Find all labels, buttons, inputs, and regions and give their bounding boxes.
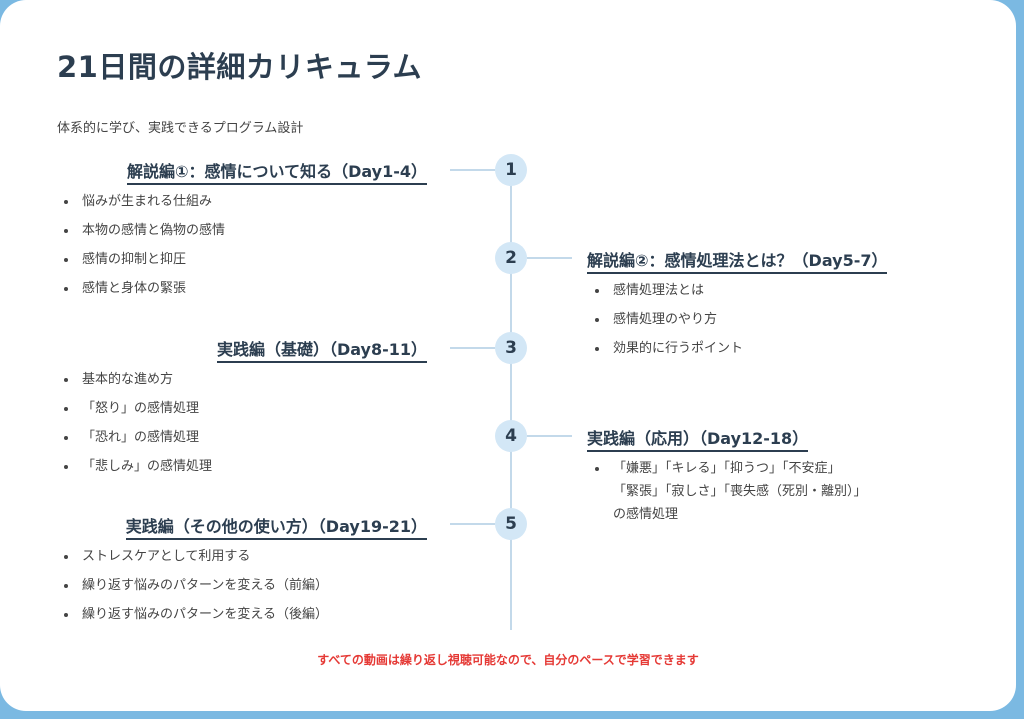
- timeline-node-2: 2: [495, 242, 527, 274]
- list-item: 感情処理法とは: [591, 283, 743, 312]
- list-item: ストレスケアとして利用する: [60, 549, 328, 578]
- list-item-line: 「嫌悪」「キレる」「抑うつ」「不安症」: [613, 461, 841, 476]
- section-heading-1: 解説編①：感情について知る（Day1-4）: [127, 158, 427, 185]
- timeline-node-5: 5: [495, 508, 527, 540]
- section-heading-4: 実践編（応用）（Day12-18）: [587, 425, 809, 452]
- section-list-5: ストレスケアとして利用する 繰り返す悩みのパターンを変える（前編） 繰り返す悩み…: [60, 549, 328, 636]
- section-list-4: 「嫌悪」「キレる」「抑うつ」「不安症」 「緊張」「寂しさ」「喪失感（死別・離別）…: [591, 457, 867, 526]
- timeline-node-1: 1: [495, 154, 527, 186]
- list-item: 「悲しみ」の感情処理: [60, 459, 212, 488]
- section-list-2: 感情処理法とは 感情処理のやり方 効果的に行うポイント: [591, 283, 743, 370]
- timeline-node-3: 3: [495, 332, 527, 364]
- list-item: 効果的に行うポイント: [591, 341, 743, 370]
- section-list-1: 悩みが生まれる仕組み 本物の感情と偽物の感情 感情の抑制と抑圧 感情と身体の緊張: [60, 194, 225, 310]
- timeline-connector: [450, 347, 495, 349]
- list-item: 悩みが生まれる仕組み: [60, 194, 225, 223]
- timeline-connector: [450, 523, 495, 525]
- footer-note: すべての動画は繰り返し視聴可能なので、自分のペースで学習できます: [317, 653, 699, 667]
- list-item-line: の感情処理: [613, 507, 679, 522]
- section-list-3: 基本的な進め方 「怒り」の感情処理 「恐れ」の感情処理 「悲しみ」の感情処理: [60, 372, 212, 488]
- list-item: 「恐れ」の感情処理: [60, 430, 212, 459]
- page-subtitle: 体系的に学び、実践できるプログラム設計: [57, 121, 304, 136]
- timeline-connector: [527, 257, 572, 259]
- list-item-line: 「緊張」「寂しさ」「喪失感（死別・離別）」: [613, 484, 867, 499]
- list-item: 繰り返す悩みのパターンを変える（後編）: [60, 607, 328, 636]
- list-item: 「嫌悪」「キレる」「抑うつ」「不安症」 「緊張」「寂しさ」「喪失感（死別・離別）…: [591, 457, 867, 526]
- list-item: 感情処理のやり方: [591, 312, 743, 341]
- timeline-node-4: 4: [495, 420, 527, 452]
- list-item: 本物の感情と偽物の感情: [60, 223, 225, 252]
- section-heading-2: 解説編②：感情処理法とは？（Day5-7）: [587, 247, 888, 274]
- list-item: 繰り返す悩みのパターンを変える（前編）: [60, 578, 328, 607]
- timeline-connector: [527, 435, 572, 437]
- list-item: 「怒り」の感情処理: [60, 401, 212, 430]
- section-heading-3: 実践編（基礎）（Day8-11）: [216, 336, 427, 363]
- timeline-line: [510, 170, 512, 630]
- list-item: 感情の抑制と抑圧: [60, 252, 225, 281]
- page-title: 21日間の詳細カリキュラム: [57, 50, 422, 84]
- timeline-connector: [450, 169, 495, 171]
- list-item: 感情と身体の緊張: [60, 281, 225, 310]
- list-item: 基本的な進め方: [60, 372, 212, 401]
- section-heading-5: 実践編（その他の使い方）（Day19-21）: [125, 513, 427, 540]
